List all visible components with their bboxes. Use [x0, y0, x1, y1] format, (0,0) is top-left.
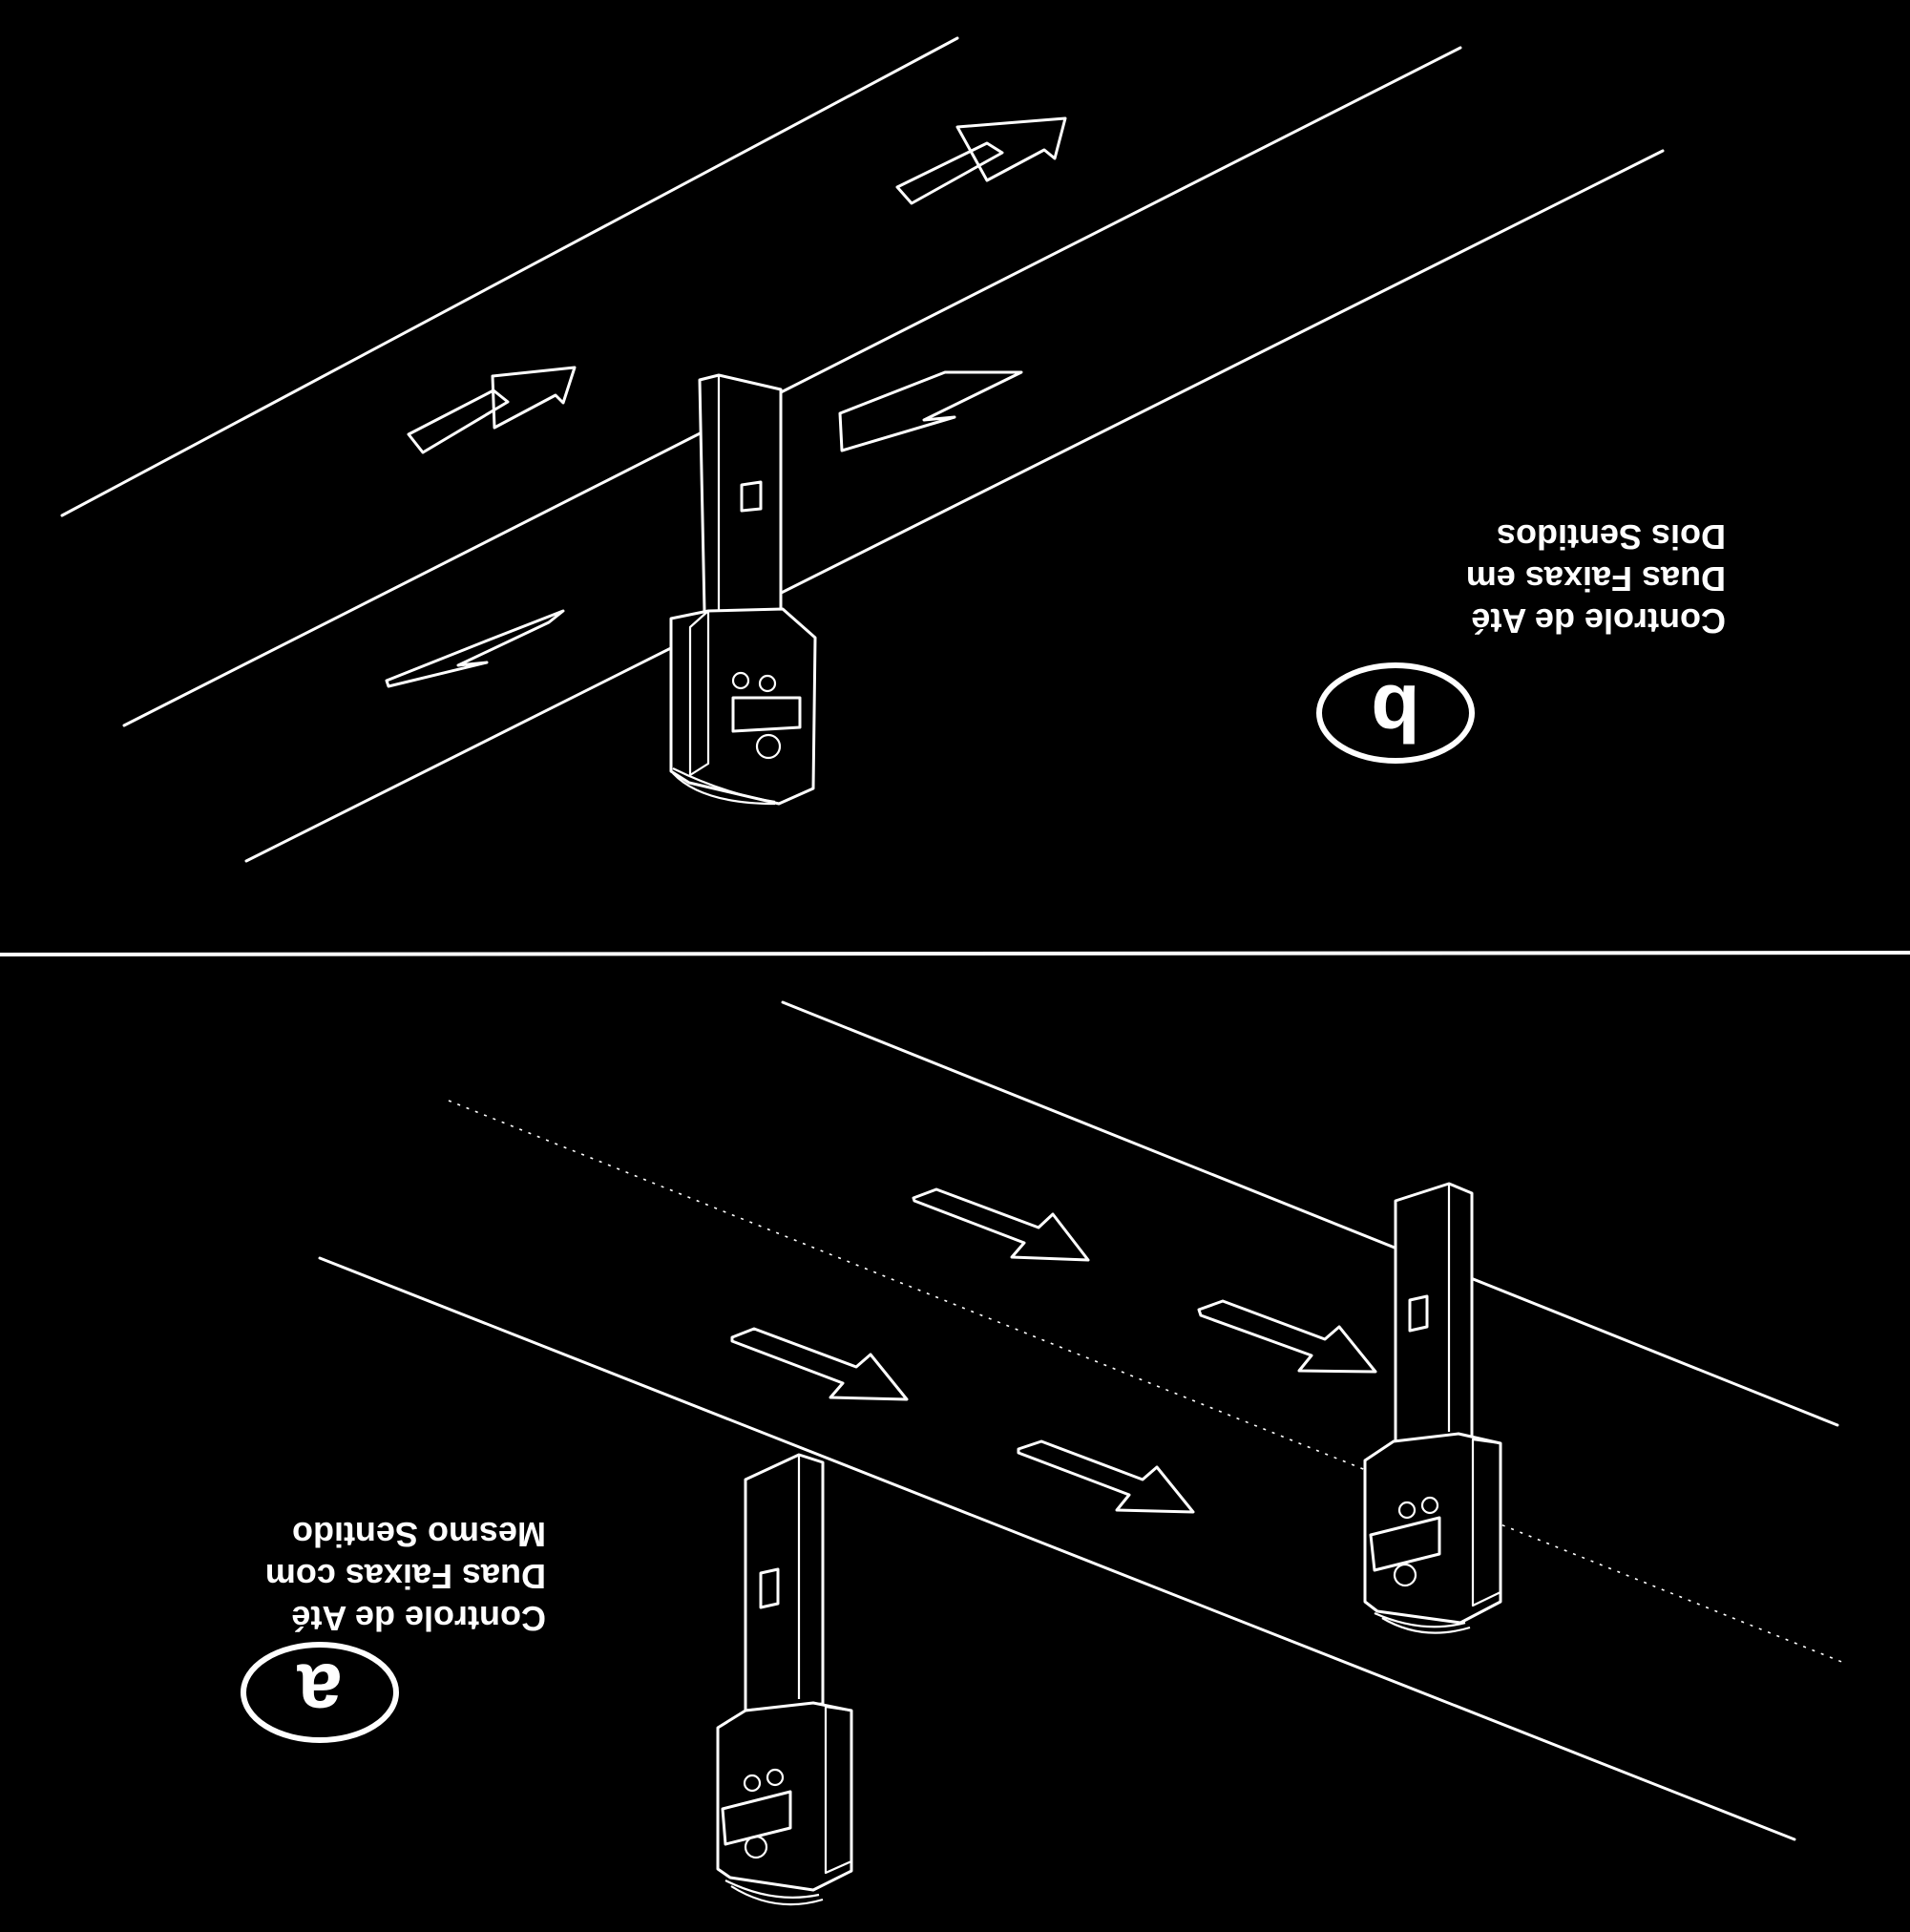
road-edge-line: [318, 1256, 1796, 1841]
caption-line: Mesmo Sentido: [292, 1515, 546, 1554]
panel-a: a Controle de Até Duas Faixas com Mesmo …: [241, 1000, 1845, 1906]
traffic-controller-post: [716, 1453, 853, 1906]
arrow-right-down-icon: [912, 1187, 1090, 1262]
arrow-right-down-icon: [1197, 1299, 1377, 1374]
caption-line: Dois Sentidos: [1497, 517, 1726, 556]
badge-a: a: [241, 1642, 399, 1743]
arrow-right-up-icon: [895, 116, 1067, 205]
traffic-controller-post: [669, 373, 817, 806]
road-lane-divider: [448, 1100, 1845, 1664]
arrow-left-down-icon: [838, 370, 1023, 452]
road-center-line: [122, 46, 1462, 727]
panel-divider: [0, 951, 1910, 956]
arrow-right-down-icon: [730, 1327, 909, 1401]
caption-line: Controle de Até: [291, 1599, 546, 1638]
arrow-right-down-icon: [1017, 1439, 1195, 1514]
badge-letter: b: [1371, 668, 1419, 758]
badge-letter: a: [296, 1648, 342, 1737]
panel-b: b Controle de Até Duas Faixas em Dois Se…: [60, 36, 1726, 863]
caption-line: Controle de Até: [1471, 601, 1726, 640]
arrow-right-up-icon: [407, 366, 577, 454]
road-edge-line: [60, 36, 959, 517]
traffic-controller-post: [1363, 1182, 1502, 1634]
caption-line: Duas Faixas em: [1466, 559, 1726, 598]
badge-b: b: [1316, 662, 1475, 764]
arrow-left-down-icon: [385, 609, 565, 688]
caption-b: Controle de Até Duas Faixas em Dois Sent…: [1466, 517, 1726, 640]
caption-a: Controle de Até Duas Faixas com Mesmo Se…: [265, 1515, 546, 1638]
road-edge-line: [244, 149, 1665, 863]
caption-line: Duas Faixas com: [265, 1557, 546, 1596]
road-edge-line: [781, 1000, 1839, 1427]
